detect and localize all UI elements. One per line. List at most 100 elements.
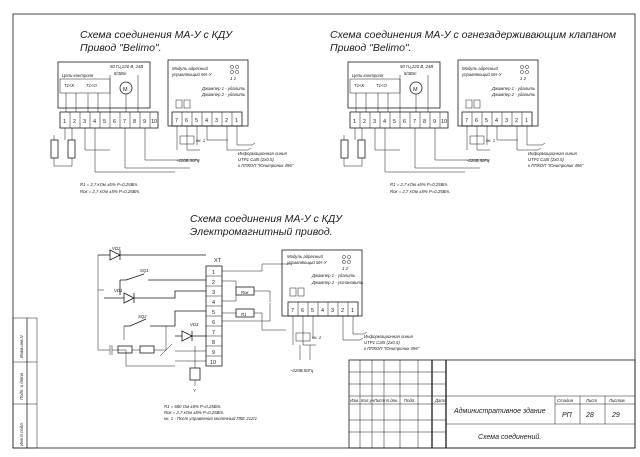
switch-open-label: T1<O [86, 83, 98, 88]
relay-contact [473, 99, 481, 109]
rok-label: Rок [241, 290, 249, 295]
terminal-label: 7 [175, 118, 178, 124]
terminal-label: 10 [441, 119, 447, 125]
terminal-strip: 1 2 3 4 5 6 7 8 9 10 [349, 111, 449, 129]
terminal-label: 1 [351, 308, 354, 314]
info-line-2: UTP1 Cat5 (2x0.5) [364, 340, 400, 345]
control-label: Цепи контроля [62, 73, 94, 78]
note-rok: Rок = 2,7 кОм ±5% P=0,25Вт. [164, 410, 224, 415]
terminal-label: 3 [83, 119, 86, 125]
header-change: Изм. [350, 398, 359, 403]
terminal-label: 1 [212, 270, 215, 276]
module-subtitle: управляющий МА-У [461, 72, 503, 77]
module-title: Модуль адресный [172, 66, 208, 71]
button-k1 [295, 332, 311, 342]
relay-contact [465, 99, 473, 109]
vd2-label: VD2 [112, 246, 121, 251]
info-line-2: UTP1 Cat5 (2x0.5) [238, 157, 274, 162]
stamp-inventory: Инв.N подл. [19, 422, 24, 446]
switch-closed-label: T1<K [64, 83, 76, 88]
terminal-label: 2 [225, 118, 228, 124]
terminal-label: 1 [235, 118, 238, 124]
note-r1: R1 = 680 Ом ±5% P=0,25Вт. [164, 404, 221, 409]
coil-y-icon [189, 367, 201, 381]
terminal-label: 1 [525, 118, 528, 124]
actuator-box [347, 61, 441, 109]
terminal-label: 6 [475, 118, 478, 124]
diagram-kdu-belimo: Схема соединения МА-У с КДУ Привод "Beli… [50, 29, 294, 194]
relay-contact [183, 99, 191, 109]
terminal-label: 4 [212, 300, 215, 306]
relay-contact [175, 99, 183, 109]
info-line-1: Информационная линия [528, 151, 578, 156]
jumper-1-note: Джампер 1 - удалить [201, 86, 246, 91]
sheet-value: 28 [585, 412, 594, 419]
diagram-subtitle: Привод "Belimo". [80, 42, 162, 54]
terminal-label: 2 [73, 119, 76, 125]
header-sign: Подп. [404, 398, 415, 403]
terminal-label: 3 [331, 308, 334, 314]
vd1-label: VD1 [114, 288, 123, 293]
button-k1 [179, 135, 195, 145]
terminal-label: 1 [63, 119, 66, 125]
relay-contact [289, 287, 297, 297]
sheet-header: Лист [585, 398, 597, 403]
relay-contact [297, 287, 305, 297]
terminal-label: 3 [505, 118, 508, 124]
xt-label: XT [214, 258, 222, 264]
switch-closed-label: T1<K [354, 83, 366, 88]
terminal-label: 5 [311, 308, 314, 314]
diode-vd3-icon [175, 330, 206, 342]
terminal-label: 3 [373, 119, 376, 125]
note-r1: R1 = 2,7 кОм ±5% P=0,25Вт. [80, 182, 138, 187]
terminal-label: 6 [301, 308, 304, 314]
terminal-label: 8 [423, 119, 426, 125]
terminal-label: 2 [515, 118, 518, 124]
switch-sq1-icon [119, 273, 206, 295]
resistor [117, 345, 133, 354]
button-k1-label: кн. 1 [196, 138, 206, 143]
power-label: 50 Гц,220 В, 24В [400, 64, 433, 69]
power-watts: 8/3Вт [404, 71, 417, 76]
resistor-r1 [50, 139, 59, 159]
module-terminals: 7 6 5 4 3 2 1 [461, 111, 533, 127]
diagram-electromagnetic: Схема соединения МА-У с КДУ Электромагни… [97, 213, 420, 421]
button-k1-label: кн. 1 [486, 138, 496, 143]
terminal-label: 5 [393, 119, 396, 125]
terminal-label: 8 [212, 340, 215, 346]
terminal-label: 7 [123, 119, 126, 125]
terminal-label: 5 [103, 119, 106, 125]
stamp-replaced: Взам.инв.N [19, 334, 24, 358]
terminal-label: 10 [210, 360, 216, 366]
terminal-label: 7 [291, 308, 294, 314]
terminal-label: 10 [151, 119, 157, 125]
terminal-label: 7 [212, 330, 215, 336]
note-r1: R1 = 2,7 кОм ±5% P=0,25Вт. [390, 182, 448, 187]
mains-label: ~220В,50Гц [290, 368, 314, 373]
y-label: Y [193, 388, 197, 393]
jumper-2-note: Джампер 2 - установить [311, 280, 364, 285]
xt-terminal-block: 1 2 3 4 5 6 7 8 9 10 [205, 265, 223, 367]
note-rok: Rок = 2,7 кОм ±5% P=0,25Вт. [390, 189, 450, 194]
jumper-1-note: Джампер 1 - удалить [491, 86, 536, 91]
terminal-label: 4 [383, 119, 386, 125]
diagram-subtitle: Привод "Belimo". [330, 42, 412, 54]
diagram-title: Схема соединения МА-У с КДУ [190, 213, 343, 225]
info-line-3: к ППКОП "Юнитроник 496" [364, 346, 420, 351]
side-stamp: Взам.инв.N Подп. и дата Инв.N подл. [12, 317, 38, 449]
terminal-label: 4 [321, 308, 324, 314]
building-name: Административное здание [453, 407, 546, 415]
sq2-label: SQ2 [138, 314, 147, 319]
header-count: Кол.уч [361, 398, 375, 403]
terminal-label: 5 [212, 310, 215, 316]
power-label: 50 Гц,220 В, 24В [110, 64, 143, 69]
terminal-label: 6 [113, 119, 116, 125]
info-line-3: к ППКОП "Юнитроник 496" [528, 163, 584, 168]
terminal-label: 7 [465, 118, 468, 124]
jumper-2-note: Джампер 2 - удалить [201, 92, 246, 97]
drawing-frame [12, 13, 636, 449]
control-label: Цепи контроля [352, 73, 384, 78]
resistor [139, 345, 155, 354]
note-rok: Rок = 2,7 кОм ±5% P=0,25Вт. [80, 189, 140, 194]
